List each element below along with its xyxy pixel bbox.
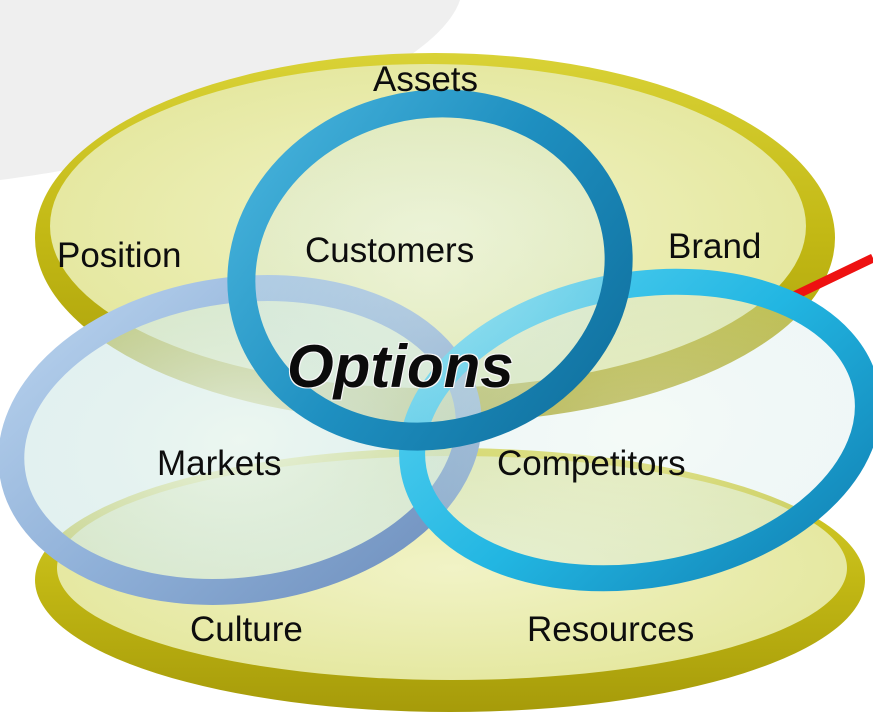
options-label: Options <box>287 333 514 400</box>
position-label: Position <box>57 236 182 275</box>
competitors-label: Competitors <box>497 444 686 483</box>
culture-label: Culture <box>190 610 303 649</box>
resources-label: Resources <box>527 610 695 649</box>
assets-label: Assets <box>373 60 479 99</box>
customers-ring <box>227 89 633 451</box>
customers-label: Customers <box>305 231 475 270</box>
markets-label: Markets <box>157 444 282 483</box>
brand-label: Brand <box>668 227 762 266</box>
